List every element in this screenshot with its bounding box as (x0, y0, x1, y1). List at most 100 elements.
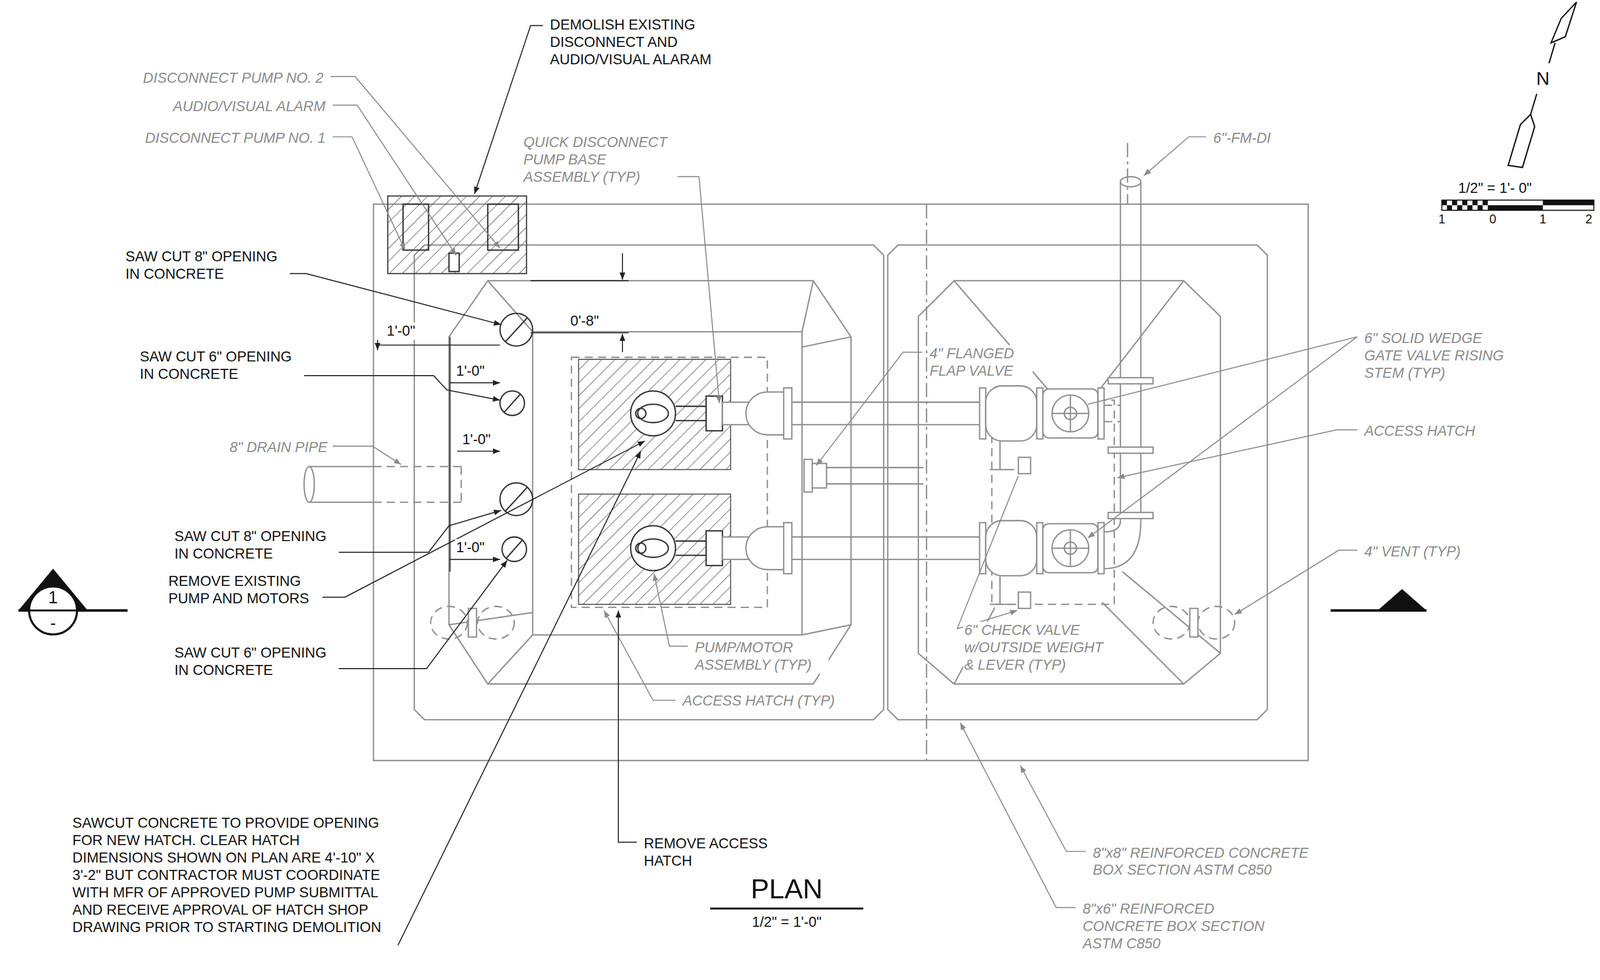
dimension-label: 1'-0" (461, 430, 492, 449)
leader-line (648, 176, 720, 403)
label-slot: 4" VENT (TYP) (1363, 542, 1463, 561)
label-slot: 1 (1437, 212, 1447, 227)
callout-label: 8"x6" REINFORCED CONCRETE BOX SECTION AS… (1081, 900, 1283, 953)
label-slot: PUMP/MOTOR ASSEMBLY (TYP) (694, 638, 829, 674)
pump-motor (630, 390, 676, 436)
callout-label: SAW CUT 8" OPENING IN CONCRETE (173, 527, 339, 563)
leader-line (960, 722, 1076, 908)
saw-cut-opening (499, 390, 525, 416)
callout-label: 8"x8" REINFORCED CONCRETE BOX SECTION AS… (1091, 843, 1324, 879)
dimension-line (621, 253, 624, 280)
leader-line (332, 105, 457, 256)
leader-line (1143, 136, 1207, 176)
vault-lines (954, 280, 1221, 684)
callout-label: PUMP/MOTOR ASSEMBLY (TYP) (694, 638, 829, 674)
pump-motor (635, 408, 646, 419)
leader-line (1087, 336, 1358, 538)
label-slot: 1'-0" (455, 538, 486, 557)
leader-line (332, 136, 406, 251)
pipe-label: 6"-FM-DI (1212, 129, 1272, 147)
dimension-label: 1'-0" (385, 322, 417, 340)
callout-label: REMOVE ACCESS HATCH (643, 834, 783, 870)
box-section (887, 244, 1268, 720)
gate-valve (1042, 388, 1099, 438)
section-marker (1377, 588, 1427, 611)
callout-label: AUDIO/VISUAL ALARM (172, 97, 327, 116)
label-slot: 8"x6" REINFORCED CONCRETE BOX SECTION AS… (1081, 900, 1283, 953)
pipe (792, 401, 981, 425)
callout-label: QUICK DISCONNECT PUMP BASE ASSEMBLY (TYP… (522, 133, 678, 186)
scale-bar (1442, 200, 1595, 211)
callout-note: DEMOLISH EXISTING DISCONNECT AND AUDIO/V… (548, 16, 730, 69)
scale-label: 1/2" = 1'- 0" (1457, 179, 1534, 197)
section-circle (28, 586, 77, 635)
label-slot: DISCONNECT PUMP NO. 1 (143, 129, 327, 147)
quick-disconnect (706, 396, 723, 431)
dimension-label: 0'-8" (569, 312, 600, 330)
section-number: - (50, 613, 56, 633)
section-number: 1 (48, 587, 58, 608)
scale-number: 1 (1437, 212, 1447, 227)
title-slot: PLAN (749, 872, 825, 906)
callout-label: 8" DRAIN PIPE (228, 438, 329, 457)
section-marker (18, 568, 88, 610)
dimension-line (457, 450, 500, 452)
saw-cut-opening (499, 313, 533, 347)
vent (1198, 606, 1236, 639)
gate-valve-wheel (1052, 394, 1090, 432)
scale-number: 2 (1584, 212, 1594, 227)
pipe-bend (745, 391, 784, 435)
label-slot: ACCESS HATCH (1363, 422, 1477, 440)
extension-line (449, 336, 451, 572)
leader-line (618, 610, 637, 843)
callout-label: SAW CUT 6" OPENING IN CONCRETE (173, 644, 339, 679)
callout-label: 6" CHECK VALVE w/OUTSIDE WEIGHT & LEVER … (963, 621, 1109, 674)
concrete-slab (373, 204, 1309, 761)
leader-line (1234, 549, 1358, 615)
force-main (1103, 181, 1141, 569)
label-slot: ACCESS HATCH (TYP) (681, 692, 836, 710)
label-slot: 2 (1584, 212, 1594, 227)
leader-line (816, 351, 923, 466)
disconnect-box (402, 204, 429, 251)
flange (1036, 387, 1044, 439)
valve-weight (1018, 457, 1031, 474)
leader-line (332, 446, 402, 465)
label-slot: SAW CUT 6" OPENING IN CONCRETE (173, 644, 339, 679)
section-divider (28, 609, 78, 612)
label-slot: N (1535, 67, 1551, 91)
label-slot: 0'-8" (569, 312, 600, 330)
drain-pipe (309, 466, 374, 502)
pump-pipe (675, 406, 707, 421)
label-slot: 1'-0" (455, 362, 486, 380)
dimension-line (377, 339, 501, 350)
dimension-line (530, 280, 629, 333)
scale-number: 1 (1538, 212, 1548, 227)
pipe (816, 467, 924, 484)
leader-line (398, 450, 641, 945)
label-slot: 6"-FM-DI (1212, 129, 1272, 147)
flange (979, 387, 986, 439)
label-slot: 6" CHECK VALVE w/OUTSIDE WEIGHT & LEVER … (963, 621, 1109, 674)
general-note: SAWCUT CONCRETE TO PROVIDE OPENING FOR N… (71, 814, 391, 936)
label-slot: REMOVE EXISTING PUMP AND MOTORS (167, 572, 323, 608)
callout-label: REMOVE EXISTING PUMP AND MOTORS (167, 572, 323, 608)
drain-pipe (373, 466, 462, 502)
label-slot: REMOVE ACCESS HATCH (643, 834, 783, 870)
title-underline (710, 906, 864, 910)
leader-line (604, 610, 676, 701)
callout-label: 4" FLANGED FLAP VALVE (928, 344, 1033, 380)
vent (477, 606, 515, 639)
section-cut-line (18, 608, 128, 612)
disconnect-box (487, 204, 519, 251)
dimension-line (449, 558, 500, 560)
section-callout: 1- (27, 584, 79, 636)
force-main (1120, 176, 1141, 187)
hopper-lines (449, 280, 852, 684)
section-cut-line (1330, 608, 1427, 612)
callout-label: DISCONNECT PUMP NO. 1 (143, 129, 327, 147)
north-letter: N (1535, 67, 1551, 91)
label-slot: 4" FLANGED FLAP VALVE (928, 344, 1033, 380)
label-slot: SAW CUT 8" OPENING IN CONCRETE (173, 527, 339, 563)
